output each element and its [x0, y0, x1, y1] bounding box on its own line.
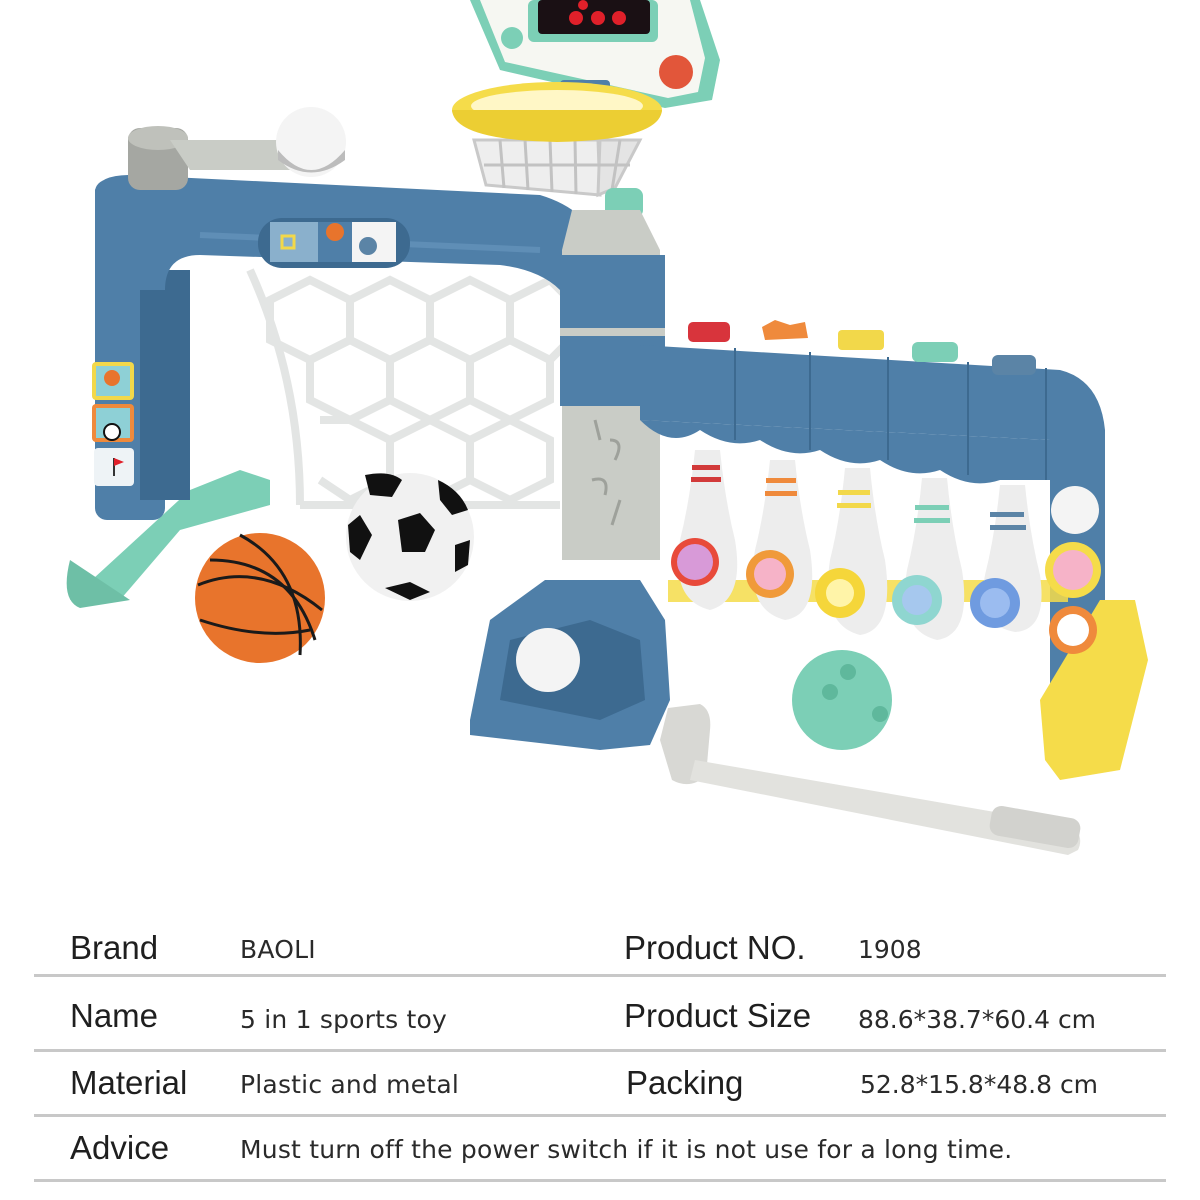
spec-table: Brand BAOLI Product NO. 1908 Name 5 in 1…: [34, 915, 1166, 1182]
spec-label-name: Name: [70, 997, 159, 1034]
spec-label-advice: Advice: [70, 1129, 170, 1166]
spec-label-product-no: Product NO.: [624, 929, 806, 966]
golf-club: [660, 704, 1081, 855]
spec-label-product-size: Product Size: [624, 997, 812, 1034]
soccer-ball: [346, 473, 474, 601]
spec-value-packing: 52.8*15.8*48.8 cm: [860, 1070, 1099, 1099]
score-display-board: [470, 0, 720, 108]
spec-value-product-no: 1908: [858, 935, 922, 964]
soccer-net: [246, 268, 574, 509]
product-image: [66, 0, 1148, 855]
bowling-pins: [671, 450, 1042, 640]
spec-value-product-size: 88.6*38.7*60.4 cm: [858, 1005, 1097, 1034]
soccer-goal-frame: [66, 107, 600, 608]
spec-row-brand: Brand BAOLI Product NO. 1908: [34, 915, 1166, 977]
bowling-ball: [792, 650, 892, 750]
spec-row-name: Name 5 in 1 sports toy Product Size 88.6…: [34, 977, 1166, 1052]
spec-row-advice: Advice Must turn off the power switch if…: [34, 1117, 1166, 1182]
bowling-frame: [640, 320, 1148, 780]
spec-row-material: Material Plastic and metal Packing 52.8*…: [34, 1052, 1166, 1117]
spec-label-packing: Packing: [626, 1064, 744, 1101]
spec-value-name: 5 in 1 sports toy: [240, 1005, 447, 1034]
spec-value-advice: Must turn off the power switch if it is …: [240, 1135, 1013, 1164]
spec-value-brand: BAOLI: [240, 935, 316, 964]
spec-label-material: Material: [70, 1064, 188, 1101]
spec-label-brand: Brand: [70, 929, 159, 966]
basketball-hoop: [452, 80, 662, 218]
spec-value-material: Plastic and metal: [240, 1070, 459, 1099]
basketball: [195, 533, 325, 663]
golf-tee-base: [470, 580, 670, 750]
